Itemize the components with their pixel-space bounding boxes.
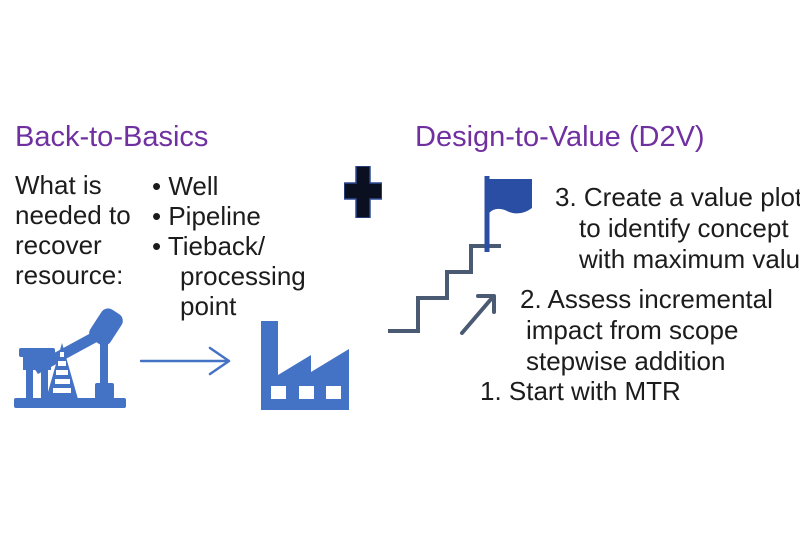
- stairs-flag-graphic: [388, 176, 532, 335]
- bullet-item-well: • Well: [152, 171, 219, 201]
- stairs-icon: [388, 244, 501, 333]
- factory-icon: [261, 321, 349, 410]
- bullet-item-tieback: • Tieback/ processing point: [152, 231, 306, 321]
- flag-icon: [484, 176, 532, 252]
- factory-windows: [271, 386, 341, 399]
- recover-resource-text: What is needed to recover resource:: [15, 170, 131, 290]
- d2v-heading: Design-to-Value (D2V): [415, 121, 705, 153]
- bullet-item-pipeline: • Pipeline: [152, 201, 261, 231]
- d2v-step-1: 1. Start with MTR: [480, 376, 681, 406]
- plus-shape: [344, 166, 382, 218]
- up-right-arrow-icon: [460, 294, 496, 335]
- d2v-step-2: 2. Assess incremental impact from scope …: [520, 284, 773, 376]
- right-arrow-icon: [140, 346, 231, 376]
- scope-bullet-list: • Well • Pipeline • Tieback/ processing …: [152, 171, 367, 321]
- plus-icon: [344, 166, 382, 218]
- back-to-basics-heading: Back-to-Basics: [15, 121, 209, 153]
- d2v-step-3: 3. Create a value plot to identify conce…: [555, 182, 800, 274]
- oil-pump-jack-icon: [14, 308, 126, 408]
